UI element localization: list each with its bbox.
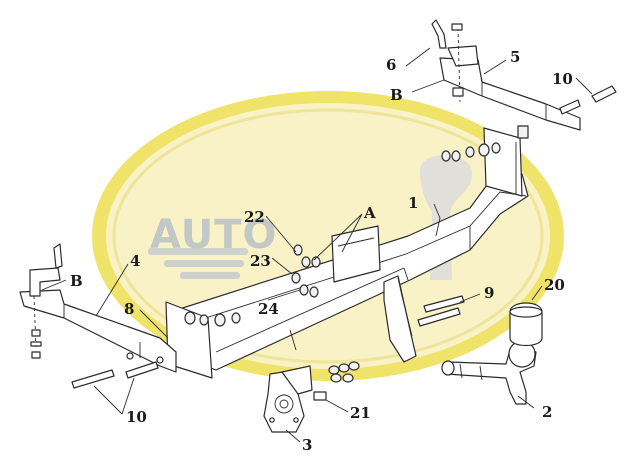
callout-6: 6 [386, 56, 396, 74]
callout-10-right: 10 [552, 70, 573, 88]
callout-B-left: B [70, 272, 83, 290]
callout-A: A [363, 204, 376, 222]
callout-10-left: 10 [126, 408, 147, 426]
part-3-socket-plate [263, 365, 313, 433]
callout-22: 22 [244, 208, 265, 226]
left-bracket-b [29, 267, 61, 297]
leader-lines [41, 47, 593, 443]
watermark-inner-edge [112, 108, 544, 364]
callout-4: 4 [130, 252, 140, 270]
callout-labels: 1 2 3 4 5 6 8 9 10 10 20 21 22 23 24 A B… [70, 48, 573, 454]
part-20-ball-cap [509, 302, 543, 347]
callout-21: 21 [350, 404, 371, 422]
watermark-text: AUTO [150, 212, 278, 258]
callout-5: 5 [510, 48, 520, 66]
callout-8: 8 [124, 300, 134, 318]
callout-20: 20 [544, 276, 565, 294]
callout-1: 1 [408, 194, 418, 212]
part-5-right-arm [431, 19, 617, 131]
right-bracket-b [447, 45, 479, 67]
cross-beam-socket-bracket [331, 225, 381, 283]
callout-23: 23 [250, 252, 271, 270]
callout-3: 3 [302, 436, 312, 454]
callout-9: 9 [484, 284, 494, 302]
callout-B-right: B [390, 86, 403, 104]
fasteners [71, 125, 529, 401]
part-4-left-arm [19, 243, 177, 373]
callout-24: 24 [258, 300, 279, 318]
callout-2: 2 [542, 403, 552, 421]
part-2-tow-ball [441, 340, 537, 405]
watermark-stripes [148, 248, 248, 279]
